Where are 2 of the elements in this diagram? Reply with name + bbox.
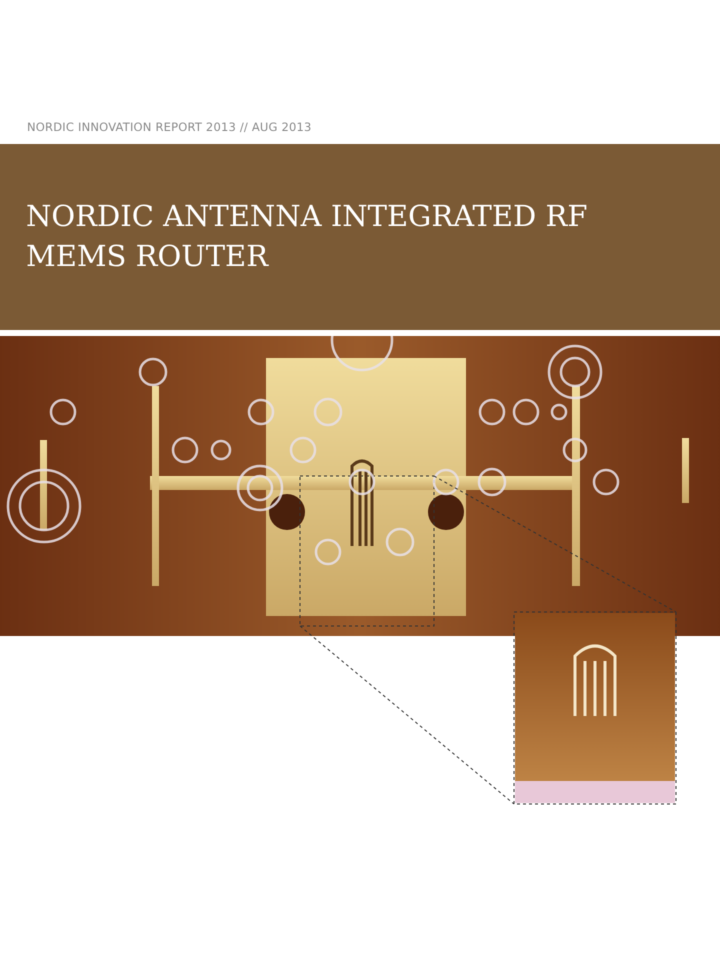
report-line: NORDIC INNOVATION REPORT 2013 // AUG 2013 xyxy=(27,120,312,134)
title: NORDIC ANTENNA INTEGRATED RF MEMS ROUTER xyxy=(26,198,588,275)
